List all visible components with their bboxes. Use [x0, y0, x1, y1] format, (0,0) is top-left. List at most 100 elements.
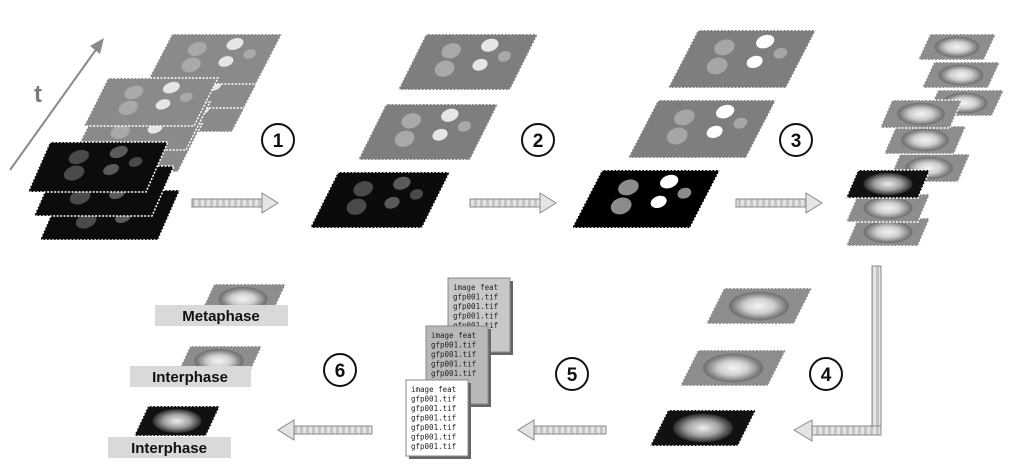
arrow-shaft	[735, 198, 807, 208]
cell-image	[901, 128, 949, 152]
raw-frame-dark	[26, 141, 170, 193]
nucleus	[218, 56, 234, 67]
track-frame	[844, 217, 932, 247]
raw-stacks	[26, 33, 284, 241]
track-frame	[878, 99, 964, 129]
phase-label-interphase-1: Interphase	[130, 366, 251, 387]
image-frame	[626, 99, 778, 159]
image-frame	[308, 171, 452, 229]
step-6-label: 6	[323, 353, 357, 387]
step-4-circle	[809, 357, 843, 391]
phase-label-text: Interphase	[152, 369, 228, 386]
nucleus	[677, 187, 692, 199]
image-frame	[666, 29, 818, 89]
nucleus	[103, 164, 120, 175]
step-5-number: 5	[567, 365, 578, 386]
doc-line: gfp001.tif	[431, 369, 476, 378]
nucleus	[472, 58, 488, 71]
nucleus	[155, 99, 171, 110]
filtered-frame	[356, 103, 500, 161]
step-2-circle	[521, 123, 555, 157]
arrow-step-1	[191, 192, 279, 214]
arrow-head	[517, 419, 535, 441]
arrow-shaft	[533, 425, 607, 435]
nucleus	[650, 195, 667, 209]
single-cell-frame	[704, 287, 814, 325]
cell-image	[673, 413, 733, 443]
phase-label-box	[155, 305, 288, 326]
track-frame	[920, 61, 1002, 89]
arrow-shaft	[469, 198, 541, 208]
nucleus	[353, 181, 373, 197]
nucleus	[393, 176, 411, 190]
nucleus	[63, 165, 85, 181]
nucleus	[432, 128, 448, 141]
cell-image	[863, 220, 913, 244]
image-frame	[396, 33, 540, 91]
nucleus	[401, 113, 421, 129]
nucleus	[674, 109, 695, 126]
nucleus	[75, 213, 97, 229]
nucleus	[746, 55, 763, 69]
phase-label-interphase-2: Interphase	[108, 437, 231, 458]
doc-line: gfp001.tif	[453, 302, 498, 311]
cell-image	[938, 64, 984, 86]
step-5-circle	[555, 357, 589, 391]
segmented-frame	[626, 99, 778, 159]
feature-table-doc: image featgfp001.tifgfp001.tifgfp001.tif…	[405, 379, 471, 459]
phase-label-metaphase: Metaphase	[155, 305, 288, 326]
nucleus	[409, 189, 423, 200]
segmented-frame	[666, 29, 818, 89]
arrow-step-3	[735, 192, 823, 214]
nucleus	[243, 49, 256, 59]
nucleus	[118, 100, 138, 115]
step-6-circle	[323, 353, 357, 387]
nucleus	[384, 196, 400, 209]
doc-line: image feat	[431, 331, 476, 340]
nucleus	[68, 149, 90, 165]
nucleus	[162, 81, 180, 94]
nucleus	[716, 104, 735, 119]
doc-line: gfp001.tif	[411, 395, 456, 404]
cell-image	[863, 196, 913, 220]
nucleus	[756, 34, 775, 49]
nucleus	[434, 60, 455, 77]
cell-image	[703, 353, 763, 383]
doc-line: image feat	[411, 385, 456, 394]
cell-image	[863, 172, 913, 196]
arrow-step-4	[793, 265, 882, 442]
arrow-head	[805, 192, 823, 214]
phase-label-box	[130, 366, 251, 387]
cell-image	[934, 36, 980, 58]
cell-tracks	[844, 33, 1006, 247]
track-frame	[916, 33, 998, 61]
time-axis-line	[9, 43, 101, 171]
segmented-stack	[570, 29, 818, 229]
step-3-number: 3	[791, 131, 802, 152]
nucleus	[187, 42, 207, 56]
nucleus	[226, 38, 244, 50]
phase-label-box	[108, 437, 231, 458]
image-frame	[356, 103, 500, 161]
arrow-step-6	[277, 419, 373, 441]
single-cell-frame	[648, 409, 758, 447]
nucleus	[773, 47, 788, 59]
nucleus	[394, 130, 415, 147]
step-3-circle	[779, 123, 813, 157]
nucleus	[124, 85, 144, 100]
nucleus	[610, 197, 632, 215]
single-cell-frame	[678, 349, 788, 387]
step-5-label: 5	[555, 357, 589, 391]
classified-cell-frame	[132, 405, 222, 437]
doc-line: gfp001.tif	[431, 341, 476, 350]
nucleus	[660, 174, 679, 189]
cell-image	[152, 409, 202, 433]
raw-frame	[82, 77, 220, 127]
track-frame	[882, 125, 968, 155]
single-cell-series	[648, 287, 814, 447]
doc-line: gfp001.tif	[453, 312, 498, 321]
raw-frame	[144, 33, 284, 85]
flow-arrows	[191, 192, 882, 442]
doc-line: gfp001.tif	[431, 360, 476, 369]
